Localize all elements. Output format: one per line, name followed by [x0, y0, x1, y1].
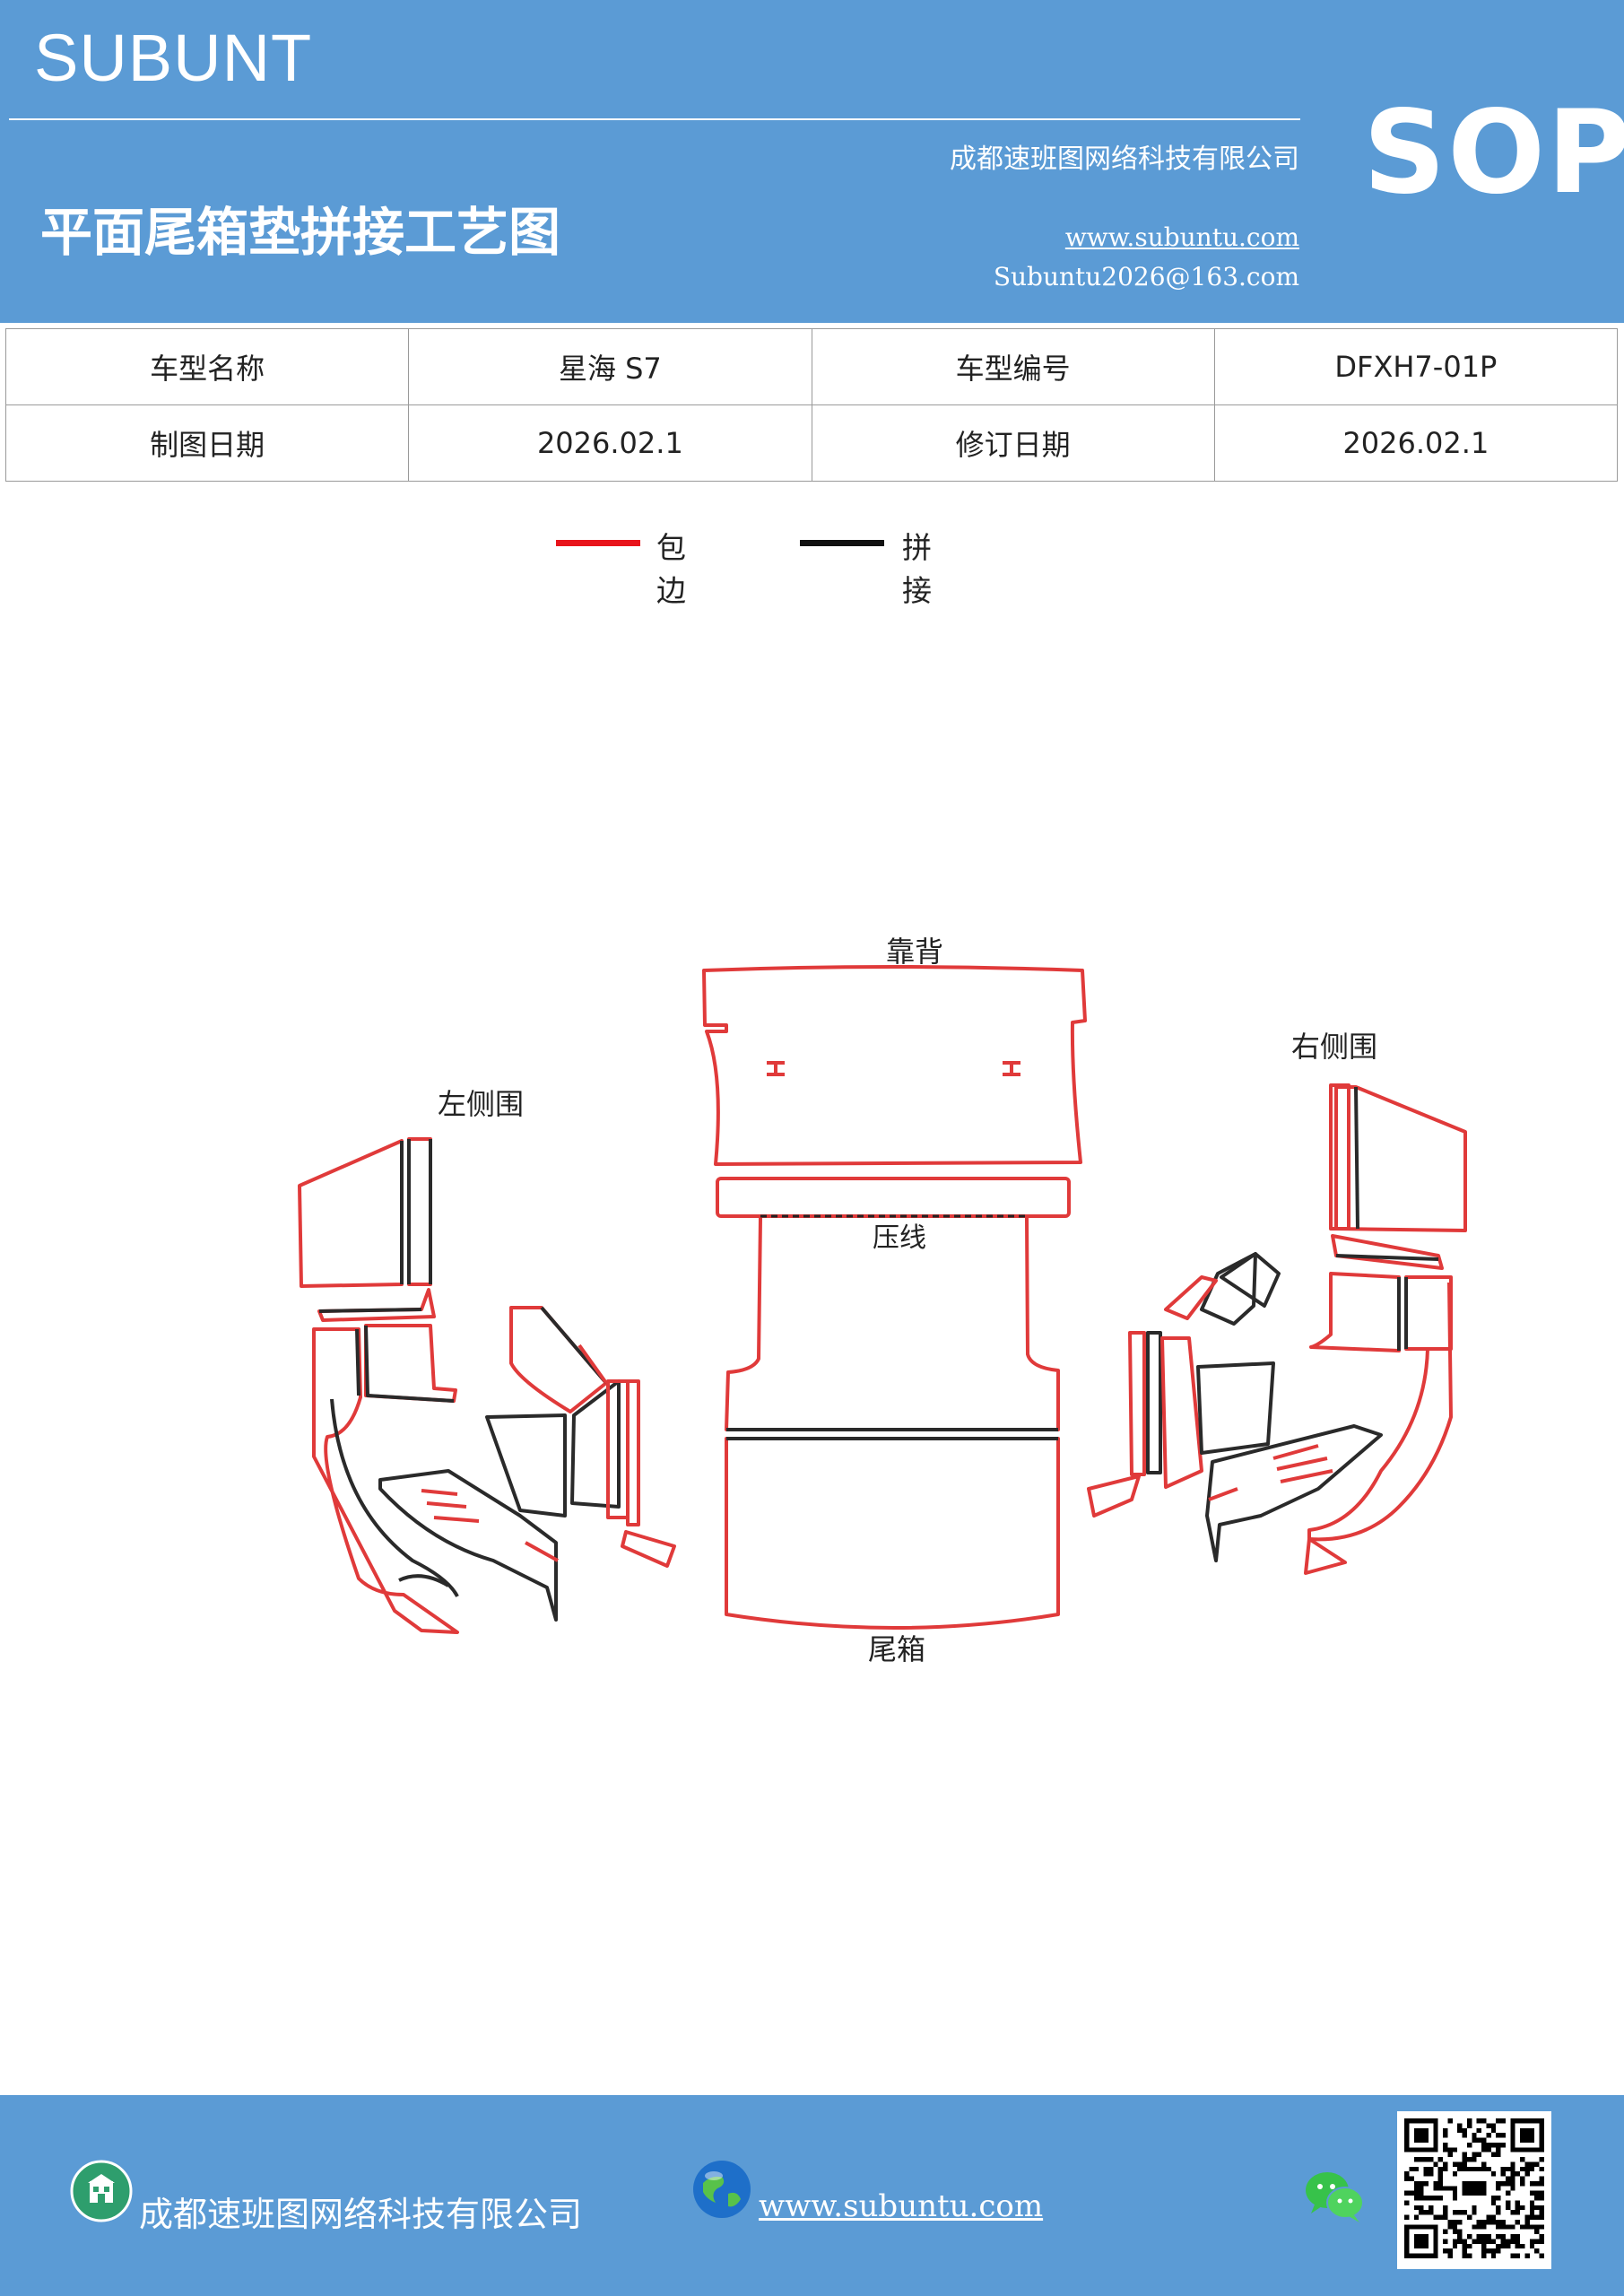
- legend-swatch-binding: [556, 540, 640, 546]
- table-row: 车型名称 星海 S7 车型编号 DFXH7-01P: [4, 328, 1619, 405]
- trunk-floor-panel: [725, 1217, 1060, 1630]
- label-left-side: 左侧围: [438, 1087, 524, 1121]
- email-text: Subuntu2026@163.com: [993, 262, 1299, 291]
- footer-company-name: 成都速班图网络科技有限公司: [139, 2195, 583, 2234]
- qr-code[interactable]: [1397, 2111, 1551, 2269]
- revise-date-value: 2026.02.1: [1213, 404, 1619, 482]
- revise-date-label: 修订日期: [811, 404, 1215, 482]
- draw-date-label: 制图日期: [4, 404, 410, 482]
- footer-banner: 成都速班图网络科技有限公司 www.subuntu.com: [0, 2095, 1624, 2296]
- info-table: 车型名称 星海 S7 车型编号 DFXH7-01P 制图日期 2026.02.1…: [4, 328, 1619, 482]
- brand-logo-text: SUBUNT: [34, 21, 313, 95]
- model-name-value: 星海 S7: [408, 328, 812, 405]
- legend-label-binding: 包边: [656, 530, 686, 608]
- backrest-panel: [702, 965, 1087, 1166]
- model-code-value: DFXH7-01P: [1213, 328, 1619, 405]
- model-name-label: 车型名称: [4, 328, 410, 405]
- document-title: 平面尾箱垫拼接工艺图: [40, 202, 561, 263]
- header-banner: SUBUNT 成都速班图网络科技有限公司 平面尾箱垫拼接工艺图 www.subu…: [0, 0, 1624, 323]
- company-name: 成都速班图网络科技有限公司: [950, 144, 1299, 175]
- label-right-side: 右侧围: [1291, 1030, 1377, 1064]
- header-divider: [9, 118, 1300, 120]
- legend-swatch-splice: [800, 540, 884, 546]
- website-link[interactable]: www.subuntu.com: [1064, 222, 1299, 252]
- globe-icon: [690, 2158, 753, 2224]
- label-backrest: 靠背: [886, 935, 943, 969]
- draw-date-value: 2026.02.1: [408, 404, 812, 482]
- label-crease: 压线: [873, 1222, 926, 1254]
- legend-label-splice: 拼接: [902, 530, 932, 608]
- building-icon: [70, 2160, 133, 2226]
- right-side-panels: [1087, 1083, 1467, 1575]
- sop-badge: SOP: [1363, 86, 1624, 220]
- wechat-icon: [1302, 2167, 1367, 2230]
- model-code-label: 车型编号: [811, 328, 1215, 405]
- left-side-panels: [298, 1137, 676, 1634]
- crease-strip: [716, 1177, 1071, 1218]
- table-row: 制图日期 2026.02.1 修订日期 2026.02.1: [4, 404, 1619, 482]
- footer-website-link[interactable]: www.subuntu.com: [759, 2188, 1044, 2224]
- label-trunk: 尾箱: [868, 1632, 925, 1666]
